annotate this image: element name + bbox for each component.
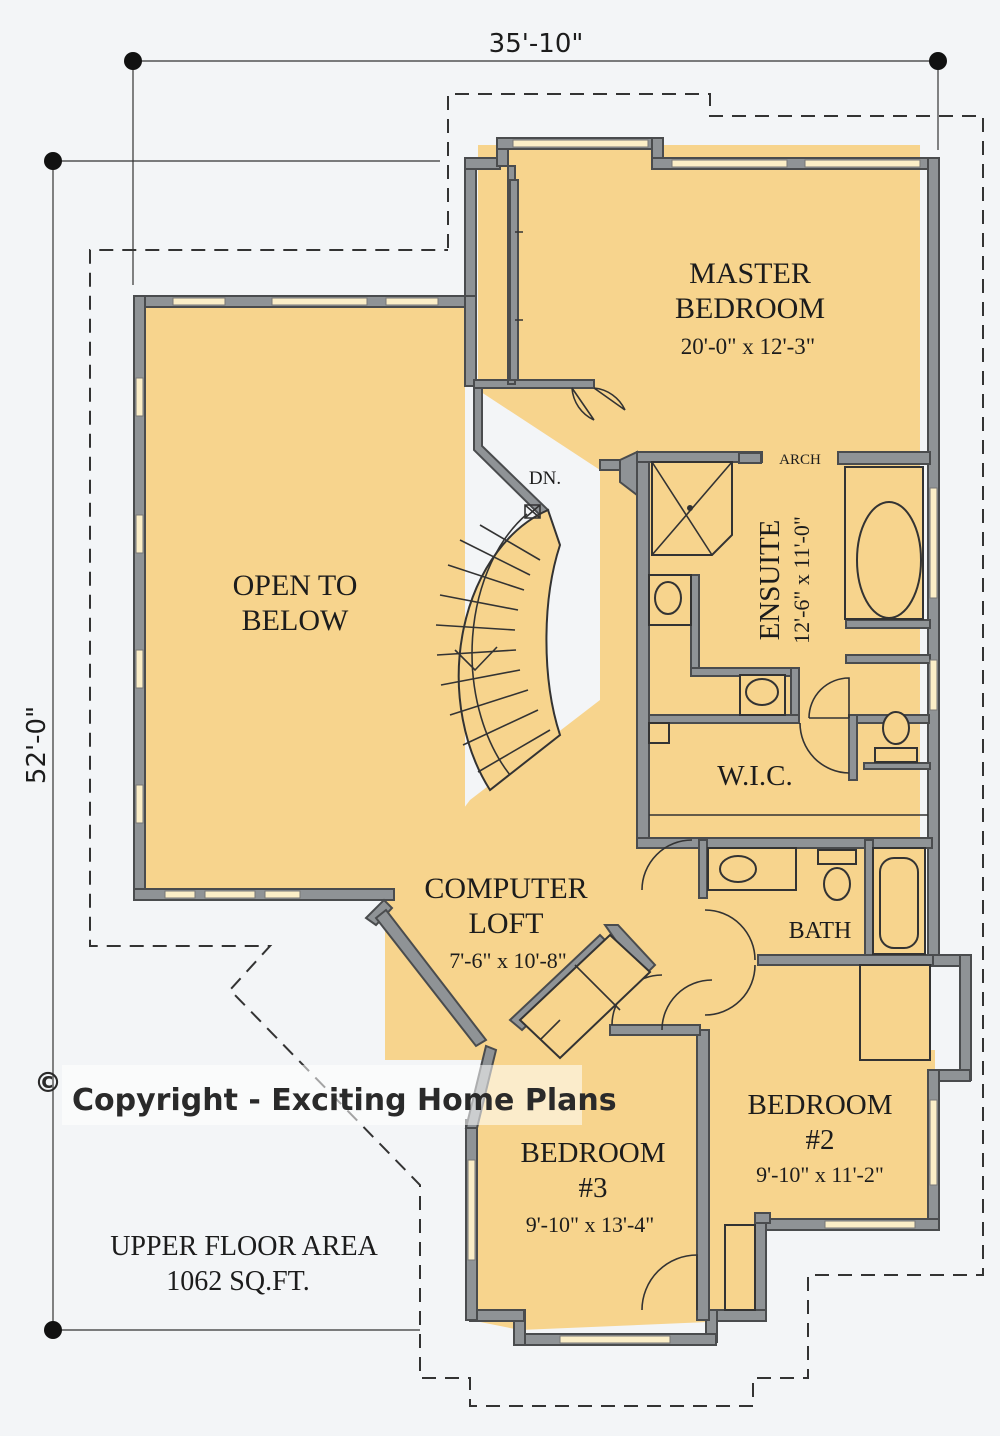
floor-area-value: 1062 SQ.FT. xyxy=(166,1266,309,1297)
floor-area-title: UPPER FLOOR AREA xyxy=(110,1231,378,1262)
windows xyxy=(135,139,938,1344)
bedroom-2-number: #2 xyxy=(806,1124,835,1156)
open-to-below-label: OPEN TO xyxy=(233,569,358,602)
master-bedroom-name-2: BEDROOM xyxy=(675,292,825,325)
dimension-lines xyxy=(44,52,947,1339)
open-to-below-label-2: BELOW xyxy=(242,604,349,637)
copyright-symbol: © xyxy=(34,1066,62,1099)
lower-floor-outline xyxy=(89,93,984,1407)
computer-loft-name: COMPUTER xyxy=(424,872,587,905)
bedroom-3-size: 9'-10" x 13'-4" xyxy=(526,1212,655,1237)
computer-loft-size: 7'-6" x 10'-8" xyxy=(449,948,567,973)
wic-label: W.I.C. xyxy=(717,760,792,792)
bath-label: BATH xyxy=(789,918,852,944)
copyright-watermark: © Copyright - Exciting Home Plans xyxy=(34,1065,617,1125)
loft-built-in xyxy=(509,179,652,1060)
curved-stair xyxy=(435,504,562,792)
master-bedroom-size: 20'-0" x 12'-3" xyxy=(681,334,815,359)
bedroom-3-number: #3 xyxy=(579,1172,608,1204)
overall-depth-dimension: 52'-0" xyxy=(22,706,52,784)
bedroom-2-name: BEDROOM xyxy=(747,1089,892,1121)
bedroom-2-size: 9'-10" x 11'-2" xyxy=(756,1162,884,1187)
copyright-text: Copyright - Exciting Home Plans xyxy=(72,1083,617,1118)
bedroom-3-name: BEDROOM xyxy=(520,1137,665,1169)
arch-label: ARCH xyxy=(779,452,821,468)
overall-width-dimension: 35'-10" xyxy=(489,29,584,59)
doors xyxy=(571,387,931,1311)
stair-down-label: DN. xyxy=(529,468,561,489)
plumbing-fixtures xyxy=(648,452,928,955)
master-bedroom-name: MASTER xyxy=(689,257,811,290)
computer-loft-name-2: LOFT xyxy=(469,907,544,940)
ensuite-name: ENSUITE xyxy=(754,520,786,641)
ensuite-size: 12'-6" x 11'-0" xyxy=(789,516,814,644)
room-labels: MASTER BEDROOM 20'-0" x 12'-3" OPEN TO B… xyxy=(233,257,893,1237)
